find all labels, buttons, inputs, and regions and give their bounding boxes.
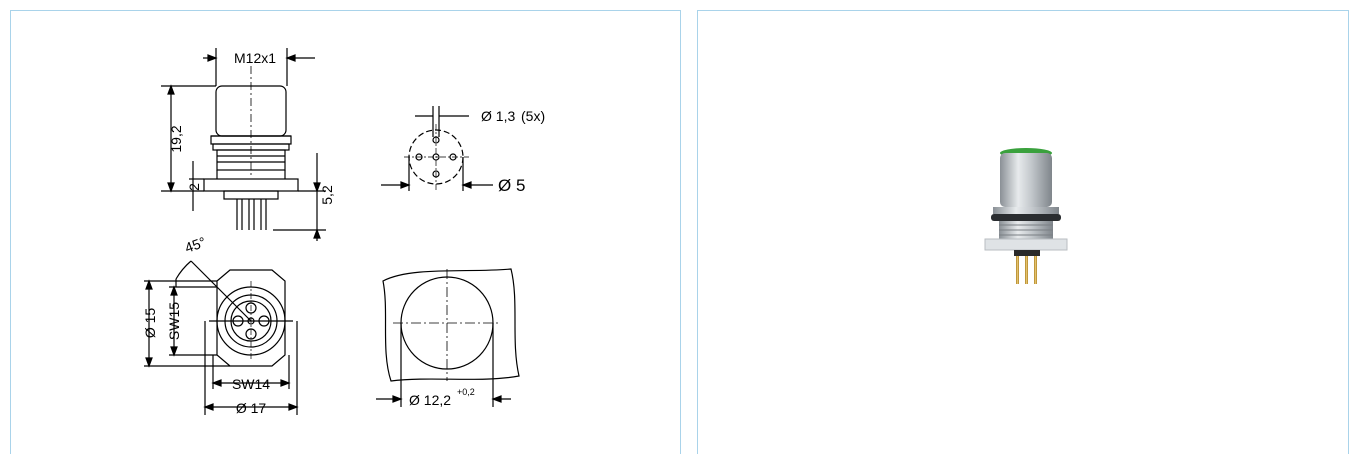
height-flange-label: 2 — [186, 183, 202, 191]
flange — [984, 238, 1068, 251]
pin-diameter-label: Ø 1,3 — [481, 108, 515, 124]
angle-label: 45° — [183, 234, 208, 256]
seal-ring — [991, 214, 1061, 221]
cutout-tolerance-label: +0,2 — [457, 387, 475, 397]
wrench-bottom-label: SW14 — [232, 376, 270, 392]
cutout-label: Ø 12,2 — [409, 392, 451, 408]
panel-cutout-view — [376, 268, 520, 407]
height-total-label: 19,2 — [168, 125, 184, 152]
wrench-front-label: SW15 — [166, 302, 182, 340]
diameter-flange-label: Ø 17 — [236, 400, 267, 416]
front-view — [144, 260, 299, 415]
product-photo-panel — [697, 10, 1349, 454]
pin-layout-view — [381, 106, 493, 191]
pin — [1016, 256, 1019, 284]
pin — [1025, 256, 1028, 284]
pin — [1034, 256, 1037, 284]
product-photo — [984, 148, 1068, 284]
pin-count-label: (5x) — [521, 108, 545, 124]
height-pins-label: 5,2 — [319, 185, 335, 205]
side-view — [161, 48, 326, 241]
diameter-front-label: Ø 15 — [142, 308, 158, 339]
pin-circle-label: Ø 5 — [498, 176, 525, 195]
technical-drawing-panel: M12x1 19,2 2 5,2 Ø 1,3 (5x) Ø 5 45° Ø 15… — [10, 10, 681, 454]
technical-drawing: M12x1 19,2 2 5,2 Ø 1,3 (5x) Ø 5 45° Ø 15… — [142, 48, 545, 416]
connector-body — [1000, 153, 1052, 207]
connector-image — [984, 148, 1068, 284]
thread-label: M12x1 — [234, 50, 276, 66]
